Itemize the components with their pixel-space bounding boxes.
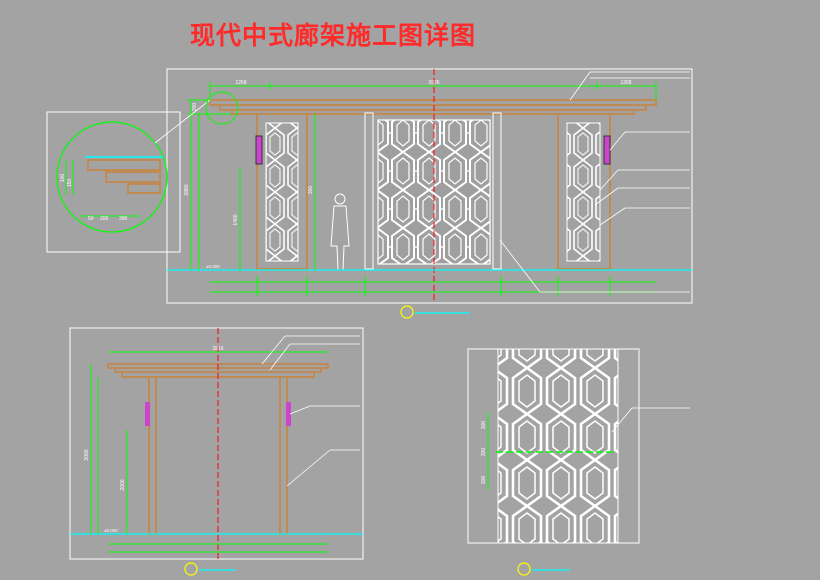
detail-dim-c: 200 (100, 216, 109, 222)
lattice-detail: 300 300 300 (467, 348, 690, 576)
detail-dim-d: 50 (88, 216, 94, 222)
side-elevation-frame (69, 327, 364, 560)
center-post-left (364, 112, 374, 270)
detail-callout-line (154, 99, 211, 144)
front-view-badge (400, 305, 414, 319)
left-tower-lattice (265, 122, 299, 262)
detail-beam-1 (87, 159, 161, 171)
lattice-detail-pattern (497, 348, 619, 544)
level-mark: ±0.000 (206, 264, 220, 269)
dim-total-height: 2880 (184, 184, 190, 195)
lattice-dim-b: 300 (481, 448, 487, 457)
right-tower (557, 113, 611, 270)
dim-left-eave: 1268 (235, 80, 246, 86)
side-column-left (148, 376, 157, 535)
lattice-dim-a: 300 (481, 421, 487, 430)
detail-beam-2 (105, 171, 161, 183)
lattice-view-badge (517, 562, 531, 576)
detail-circle (56, 121, 168, 233)
detail-dim-a: 100 (60, 174, 66, 183)
detail-frame (46, 111, 181, 253)
right-tower-lattice (566, 122, 601, 262)
right-lamp-icon (603, 135, 611, 165)
side-level-mark: ±0.000 (104, 528, 118, 533)
detail-dim-e: 300 (119, 216, 128, 222)
drawing-title: 现代中式廊架施工图详图 (190, 21, 477, 50)
side-lamp-right-icon (286, 402, 291, 426)
side-dim-height: 3000 (84, 449, 90, 460)
dim-overall: 3936 (428, 80, 439, 86)
lattice-annotation-leaders (611, 407, 690, 433)
side-dim-mid: 2000 (120, 479, 126, 490)
human-scale-figure (330, 193, 350, 271)
left-tower (256, 113, 308, 270)
left-lamp-icon (255, 135, 263, 165)
center-post-right (492, 112, 502, 270)
detail-dim-b: 150 (67, 179, 73, 188)
side-lamp-left-icon (145, 402, 150, 426)
dim-section-b: 1400 (233, 214, 239, 225)
dim-section-a: 300 (308, 186, 314, 195)
dim-eave-thickness: 200 (192, 103, 198, 112)
side-dim-top: 2816 (212, 346, 223, 352)
eave-detail: 100 150 50 200 300 (46, 91, 239, 253)
side-column-right (279, 376, 288, 535)
annotation-leaders (499, 71, 690, 293)
side-elevation: 2816 3000 2000 ±0.000 (69, 327, 364, 576)
side-annotation-leaders (261, 335, 360, 487)
roof-beam-low (231, 109, 635, 115)
front-elevation-frame (166, 68, 693, 304)
front-elevation: 1268 3936 1268 2880 200 1400 300 ±0.000 (166, 68, 693, 319)
dim-right-eave: 1268 (620, 80, 631, 86)
side-view-badge (184, 562, 198, 576)
detail-beam-3 (127, 183, 161, 194)
lattice-dim-c: 300 (481, 476, 487, 485)
detail-callout-circle (205, 91, 239, 125)
